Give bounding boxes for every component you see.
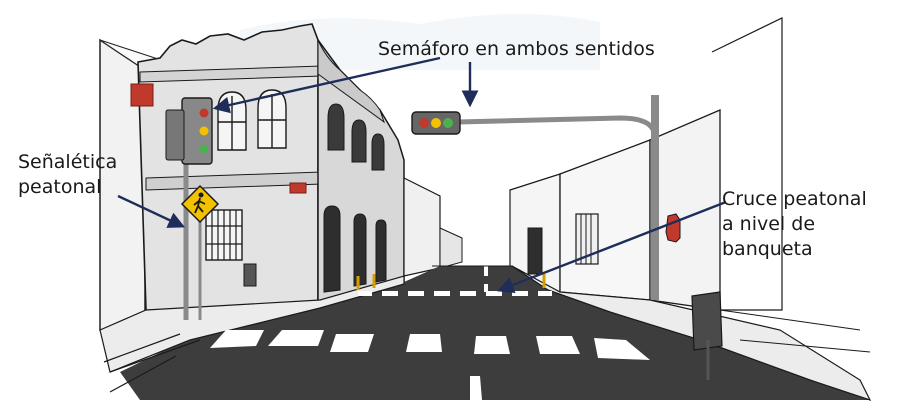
near-crosswalk <box>210 330 650 360</box>
annotation-arrows <box>117 56 727 293</box>
arrow-traffic-light-left <box>212 56 441 114</box>
ground-window-grille <box>205 209 243 261</box>
far-building-left-2 <box>439 227 463 269</box>
foreground-sign <box>691 291 723 380</box>
lane-markings <box>470 266 488 400</box>
annotation-pedestrian-signage: Señalética peatonal <box>18 150 117 200</box>
annotation-crosswalk-line1: Cruce peatonal <box>722 188 867 210</box>
far-building-left <box>403 177 441 277</box>
road <box>120 266 870 400</box>
annotation-pedestrian-signage-line2: peatonal <box>18 176 102 198</box>
annotation-crosswalk-line3: banqueta <box>722 238 813 260</box>
right-building-near <box>649 109 721 311</box>
right-red-sign <box>665 213 681 243</box>
left-sidewalk <box>99 275 405 373</box>
far-crosswalk <box>358 291 552 296</box>
annotation-pedestrian-signage-line1: Señalética <box>18 151 118 173</box>
bollards <box>356 274 546 290</box>
right-building-tall-outline <box>711 17 783 311</box>
right-sidewalk <box>511 265 872 402</box>
pedestrian-crossing-sign <box>180 184 220 224</box>
side-ground-doors <box>323 205 387 293</box>
side-parapet <box>317 39 385 124</box>
left-traffic-light <box>165 97 213 320</box>
right-building-base-sketch <box>719 309 871 353</box>
trash-bin <box>243 263 257 287</box>
annotation-traffic-light-text: Semáforo en ambos sentidos <box>378 38 655 60</box>
left-curb-sketch <box>103 333 201 393</box>
annotation-traffic-light: Semáforo en ambos sentidos <box>378 37 655 62</box>
side-upper-windows <box>327 103 385 171</box>
annotation-crosswalk: Cruce peatonal a nivel de banqueta <box>722 187 867 262</box>
red-box-left <box>130 83 154 107</box>
arrow-crosswalk <box>496 200 727 293</box>
red-box-front <box>289 182 307 194</box>
right-door-dark <box>527 227 543 275</box>
annotation-crosswalk-line2: a nivel de <box>722 213 816 235</box>
overhead-traffic-light <box>411 95 659 300</box>
arrow-pedestrian-sign <box>117 194 186 228</box>
